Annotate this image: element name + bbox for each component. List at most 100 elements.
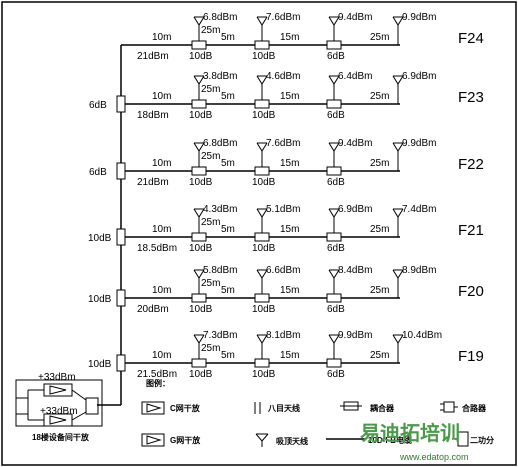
- watermark: 易迪拓培训 www.edatop.com: [360, 421, 469, 462]
- coupler-value-label: 10dB: [189, 177, 213, 188]
- legend-c-amp-label: C网干放: [170, 403, 201, 413]
- branch-coupler: [326, 232, 342, 242]
- segment-length-label: 15m: [280, 224, 299, 235]
- coupler-value-label: 10dB: [189, 51, 213, 62]
- coupler-value-label: 10dB: [252, 243, 276, 254]
- branch-coupler: [326, 293, 342, 303]
- floor-label: F24: [458, 30, 484, 47]
- antenna-power-label: 9.4dBm: [338, 12, 372, 23]
- coupler-value-label: 10dB: [252, 304, 276, 315]
- coupler-value-label: 10dB: [252, 51, 276, 62]
- coupler-value-label: 6dB: [327, 304, 345, 315]
- coupler-value-label: 6dB: [327, 243, 345, 254]
- antenna-power-label: 6.4dBm: [338, 71, 372, 82]
- segment-length-label: 25m: [201, 25, 220, 36]
- coupler-value-label: 6dB: [327, 110, 345, 121]
- headend: +33dBm +33dBm 18楼设备间干放: [15, 372, 103, 442]
- riser-coupler: [116, 228, 126, 246]
- antenna-power-label: 9.4dBm: [338, 138, 372, 149]
- branch-coupler: [326, 358, 342, 368]
- segment-length-label: 15m: [280, 350, 299, 361]
- antenna-power-label: 9.9dBm: [402, 12, 436, 23]
- riser-coupler-label: 10dB: [88, 294, 112, 305]
- branch-coupler: [326, 99, 342, 109]
- branch-coupler: [191, 358, 207, 368]
- antenna-power-label: 8.1dBm: [266, 330, 300, 341]
- riser-coupler-label: 10dB: [88, 233, 112, 244]
- segment-length-label: 25m: [201, 151, 220, 162]
- legend-combiner-label: 合路器: [461, 403, 487, 413]
- legend-splitter-label: 二功分: [470, 435, 494, 445]
- segment-length-label: 25m: [201, 217, 220, 228]
- branch-coupler: [191, 40, 207, 50]
- c-amp-icon: [43, 383, 73, 397]
- segment-length-label: 10m: [152, 158, 171, 169]
- legend-title: 图例：: [146, 378, 170, 388]
- antenna-power-label: 9.9dBm: [338, 330, 372, 341]
- branch-coupler: [254, 232, 270, 242]
- coupler-value-label: 10dB: [189, 110, 213, 121]
- coupler-value-label: 10dB: [189, 369, 213, 380]
- branch-coupler: [254, 166, 270, 176]
- riser-coupler-label: 6dB: [89, 100, 107, 111]
- legend: 图例： C网干放 G网干放 八目天线 吸顶天线 耦合器 10D-FB电缆: [141, 378, 494, 447]
- riser-coupler-label: 10dB: [88, 359, 112, 370]
- segment-length-label: 25m: [201, 343, 220, 354]
- feed-power-label: 21dBm: [137, 177, 169, 188]
- bottom-power-label: +33dBm: [40, 406, 78, 417]
- segment-length-label: 25m: [201, 84, 220, 95]
- segment-length-label: 15m: [280, 91, 299, 102]
- antenna-power-label: 3.8dBm: [203, 71, 237, 82]
- yagi-antenna-icon: [254, 402, 261, 414]
- segment-length-label: 25m: [201, 278, 220, 289]
- riser-coupler: [116, 289, 126, 307]
- segment-length-label: 15m: [280, 158, 299, 169]
- floor-label: F19: [458, 348, 484, 365]
- segment-length-label: 5m: [221, 285, 235, 296]
- branch-coupler: [254, 293, 270, 303]
- watermark-url: www.edatop.com: [399, 452, 469, 462]
- antenna-power-label: 7.6dBm: [266, 12, 300, 23]
- splitter-icon: [452, 431, 469, 447]
- coupler-value-label: 10dB: [189, 243, 213, 254]
- legend-cable-label: 10D-FB电缆: [368, 435, 412, 445]
- antenna-power-label: 6.8dBm: [203, 12, 237, 23]
- segment-length-label: 15m: [280, 32, 299, 43]
- antenna-power-label: 7.4dBm: [402, 204, 436, 215]
- antenna-power-label: 10.4dBm: [402, 330, 442, 341]
- legend-yagi-label: 八目天线: [267, 403, 300, 413]
- combiner-icon: [440, 401, 458, 413]
- antenna-power-label: 5.8dBm: [203, 265, 237, 276]
- segment-length-label: 25m: [370, 285, 389, 296]
- coupler-value-label: 6dB: [327, 51, 345, 62]
- coupler-value-label: 10dB: [252, 110, 276, 121]
- antenna-power-label: 8.9dBm: [402, 265, 436, 276]
- branch-coupler: [191, 99, 207, 109]
- antenna-power-label: 4.3dBm: [203, 204, 237, 215]
- segment-length-label: 5m: [221, 32, 235, 43]
- feed-power-label: 21dBm: [137, 51, 169, 62]
- branch-coupler: [191, 293, 207, 303]
- branch-coupler: [326, 40, 342, 50]
- floor-label: F22: [458, 156, 484, 173]
- coupler-value-label: 6dB: [327, 369, 345, 380]
- c-amp-legend-icon: [141, 401, 165, 415]
- segment-length-label: 5m: [221, 158, 235, 169]
- antenna-power-label: 5.1dBm: [266, 204, 300, 215]
- legend-g-amp-label: G网干放: [170, 435, 201, 445]
- riser-coupler: [116, 354, 126, 372]
- segment-length-label: 10m: [152, 32, 171, 43]
- coupler-value-label: 10dB: [189, 304, 213, 315]
- branch-coupler: [191, 232, 207, 242]
- antenna-power-label: 7.3dBm: [203, 330, 237, 341]
- antenna-power-label: 6.8dBm: [203, 138, 237, 149]
- riser-coupler: [116, 95, 126, 113]
- segment-length-label: 5m: [221, 91, 235, 102]
- antenna-power-label: 6.6dBm: [266, 265, 300, 276]
- antenna-power-label: 7.6dBm: [266, 138, 300, 149]
- feed-power-label: 18.5dBm: [137, 243, 177, 254]
- top-power-label: +33dBm: [38, 372, 76, 383]
